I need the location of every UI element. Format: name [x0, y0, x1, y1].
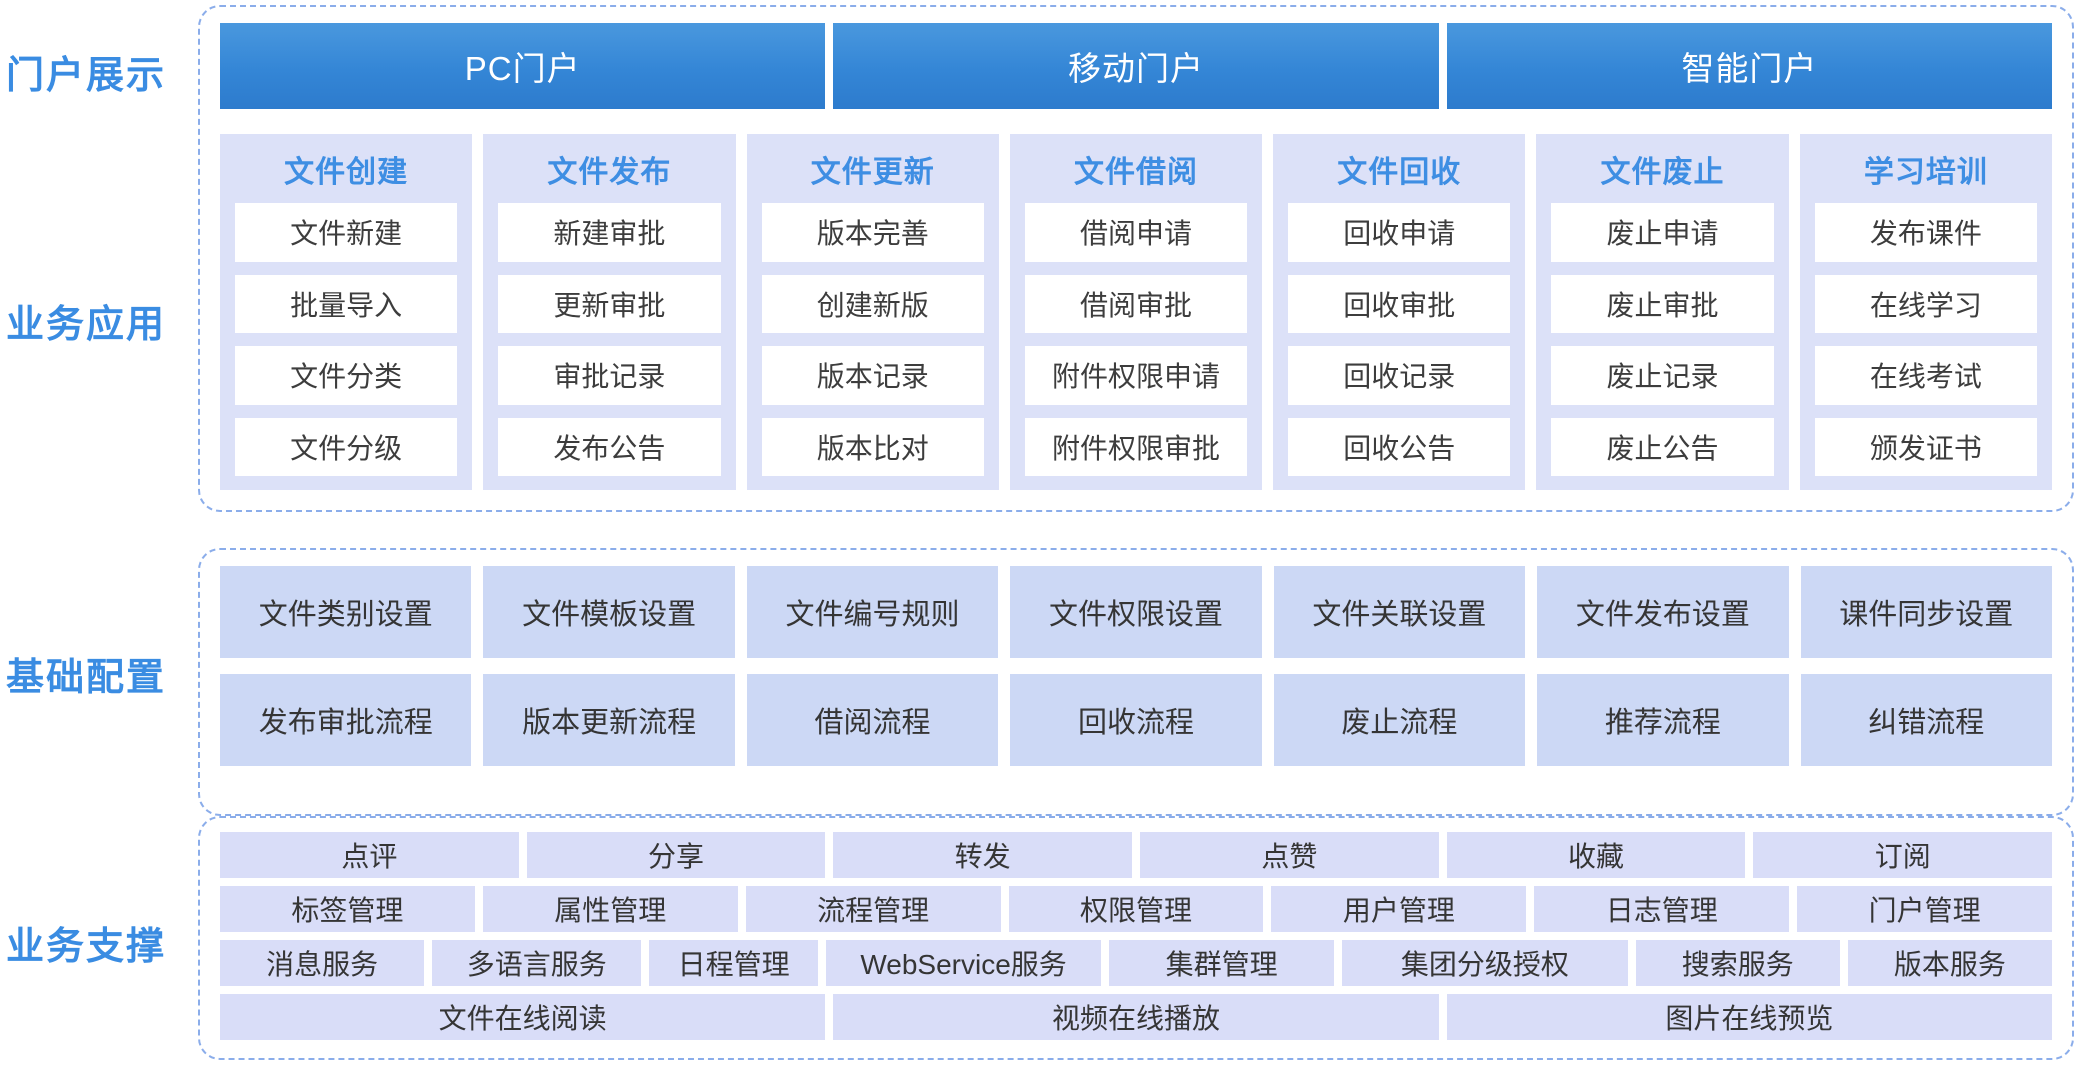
app-item: 回收公告	[1288, 417, 1511, 476]
app-item: 版本比对	[761, 417, 984, 476]
config-item: 文件类别设置	[220, 566, 472, 658]
support-item: 多语言服务	[432, 940, 642, 986]
app-column-title: 学习培训	[1863, 156, 1988, 189]
app-column-title: 文件回收	[1337, 156, 1462, 189]
section-label-portal-display: 门户展示	[6, 55, 167, 97]
support-item: 订阅	[1753, 832, 2053, 878]
support-item: 日程管理	[649, 940, 818, 986]
app-item: 废止记录	[1551, 346, 1774, 405]
config-item: 推荐流程	[1537, 674, 1789, 766]
app-item: 附件权限申请	[1024, 346, 1248, 405]
portal-row: PC门户移动门户智能门户	[220, 23, 2052, 109]
support-row: 文件在线阅读视频在线播放图片在线预览	[220, 994, 2052, 1040]
app-column: 学习培训发布课件在线学习在线考试颁发证书	[1799, 134, 2052, 490]
config-item: 文件发布设置	[1537, 566, 1789, 658]
app-item: 在线考试	[1814, 346, 2037, 405]
app-item: 附件权限审批	[1024, 417, 1248, 476]
config-item: 文件编号规则	[746, 566, 999, 658]
app-item: 创建新版	[761, 274, 984, 333]
app-item: 发布公告	[498, 417, 721, 476]
support-item: 文件在线阅读	[220, 994, 826, 1040]
support-item: 流程管理	[745, 886, 1001, 932]
support-item: 视频在线播放	[833, 994, 1439, 1040]
config-item: 废止流程	[1273, 674, 1526, 766]
support-row: 点评分享转发点赞收藏订阅	[220, 832, 2053, 878]
config-item: 文件关联设置	[1273, 566, 1526, 658]
app-item: 文件新建	[235, 203, 458, 262]
support-item: 属性管理	[482, 886, 738, 932]
support-item: 点评	[220, 832, 519, 878]
support-item: 集团分级授权	[1341, 940, 1628, 986]
app-item: 发布课件	[1814, 203, 2037, 262]
support-item: 转发	[833, 832, 1133, 878]
config-item: 版本更新流程	[483, 674, 735, 766]
section-label-base-config: 基础配置	[6, 657, 167, 699]
app-item: 回收申请	[1288, 203, 1511, 262]
app-item: 在线学习	[1814, 274, 2037, 333]
app-item: 版本完善	[761, 203, 984, 262]
support-item: 搜索服务	[1635, 940, 1840, 986]
app-column: 文件借阅借阅申请借阅审批附件权限申请附件权限审批	[1009, 134, 1263, 490]
support-item: 收藏	[1446, 832, 1746, 878]
app-item: 废止审批	[1551, 274, 1774, 333]
portal-bar: 智能门户	[1446, 23, 2052, 109]
app-item: 文件分类	[235, 346, 458, 405]
support-item: 日志管理	[1534, 886, 1790, 932]
app-item: 借阅审批	[1024, 274, 1248, 333]
portal-and-apps-section-box: PC门户移动门户智能门户 文件创建文件新建批量导入文件分类文件分级文件发布新建审…	[198, 5, 2074, 512]
app-column-title: 文件更新	[810, 156, 935, 189]
section-label-business-apps: 业务应用	[6, 304, 167, 346]
app-column: 文件更新版本完善创建新版版本记录版本比对	[746, 134, 999, 490]
app-item: 更新审批	[498, 274, 721, 333]
config-item: 课件同步设置	[1800, 566, 2052, 658]
support-item: 点赞	[1140, 832, 1439, 878]
support-row: 标签管理属性管理流程管理权限管理用户管理日志管理门户管理	[220, 886, 2053, 932]
support-item: WebService服务	[825, 940, 1102, 986]
section-label-business-support: 业务支撑	[6, 926, 167, 968]
support-item: 图片在线预览	[1446, 994, 2052, 1040]
app-item: 文件分级	[235, 417, 458, 476]
portal-bar: 移动门户	[833, 23, 1439, 109]
support-item: 标签管理	[220, 886, 475, 932]
config-item: 文件模板设置	[483, 566, 735, 658]
app-item: 回收记录	[1288, 346, 1511, 405]
app-columns: 文件创建文件新建批量导入文件分类文件分级文件发布新建审批更新审批审批记录发布公告…	[220, 134, 2052, 490]
app-item: 废止公告	[1551, 417, 1774, 476]
config-item: 纠错流程	[1800, 674, 2052, 766]
app-column-title: 文件借阅	[1073, 156, 1198, 189]
support-section-box: 点评分享转发点赞收藏订阅标签管理属性管理流程管理权限管理用户管理日志管理门户管理…	[198, 816, 2074, 1060]
support-item: 分享	[526, 832, 826, 878]
support-item: 版本服务	[1847, 940, 2052, 986]
app-column: 文件创建文件新建批量导入文件分类文件分级	[220, 134, 473, 490]
portal-bar: PC门户	[220, 23, 826, 109]
app-column-title: 文件创建	[284, 156, 409, 189]
app-item: 审批记录	[498, 346, 721, 405]
config-item: 文件权限设置	[1010, 566, 1262, 658]
support-item: 门户管理	[1797, 886, 2053, 932]
support-item: 用户管理	[1271, 886, 1527, 932]
app-column-title: 文件废止	[1600, 156, 1725, 189]
app-item: 借阅申请	[1024, 203, 1248, 262]
support-item: 消息服务	[220, 940, 425, 986]
app-column: 文件废止废止申请废止审批废止记录废止公告	[1536, 134, 1789, 490]
app-item: 颁发证书	[1814, 417, 2037, 476]
config-row: 发布审批流程版本更新流程借阅流程回收流程废止流程推荐流程纠错流程	[220, 674, 2052, 766]
support-item: 集群管理	[1109, 940, 1334, 986]
app-column: 文件回收回收申请回收审批回收记录回收公告	[1273, 134, 1526, 490]
app-item: 废止申请	[1551, 203, 1774, 262]
app-item: 批量导入	[235, 274, 458, 333]
app-item: 新建审批	[498, 203, 721, 262]
app-item: 回收审批	[1288, 274, 1511, 333]
config-item: 回收流程	[1010, 674, 1262, 766]
app-column-title: 文件发布	[547, 156, 672, 189]
config-item: 发布审批流程	[220, 674, 472, 766]
app-column: 文件发布新建审批更新审批审批记录发布公告	[483, 134, 736, 490]
config-section-box: 文件类别设置文件模板设置文件编号规则文件权限设置文件关联设置文件发布设置课件同步…	[198, 548, 2074, 816]
config-row: 文件类别设置文件模板设置文件编号规则文件权限设置文件关联设置文件发布设置课件同步…	[220, 566, 2052, 658]
app-item: 版本记录	[761, 346, 984, 405]
support-item: 权限管理	[1008, 886, 1264, 932]
config-item: 借阅流程	[746, 674, 999, 766]
